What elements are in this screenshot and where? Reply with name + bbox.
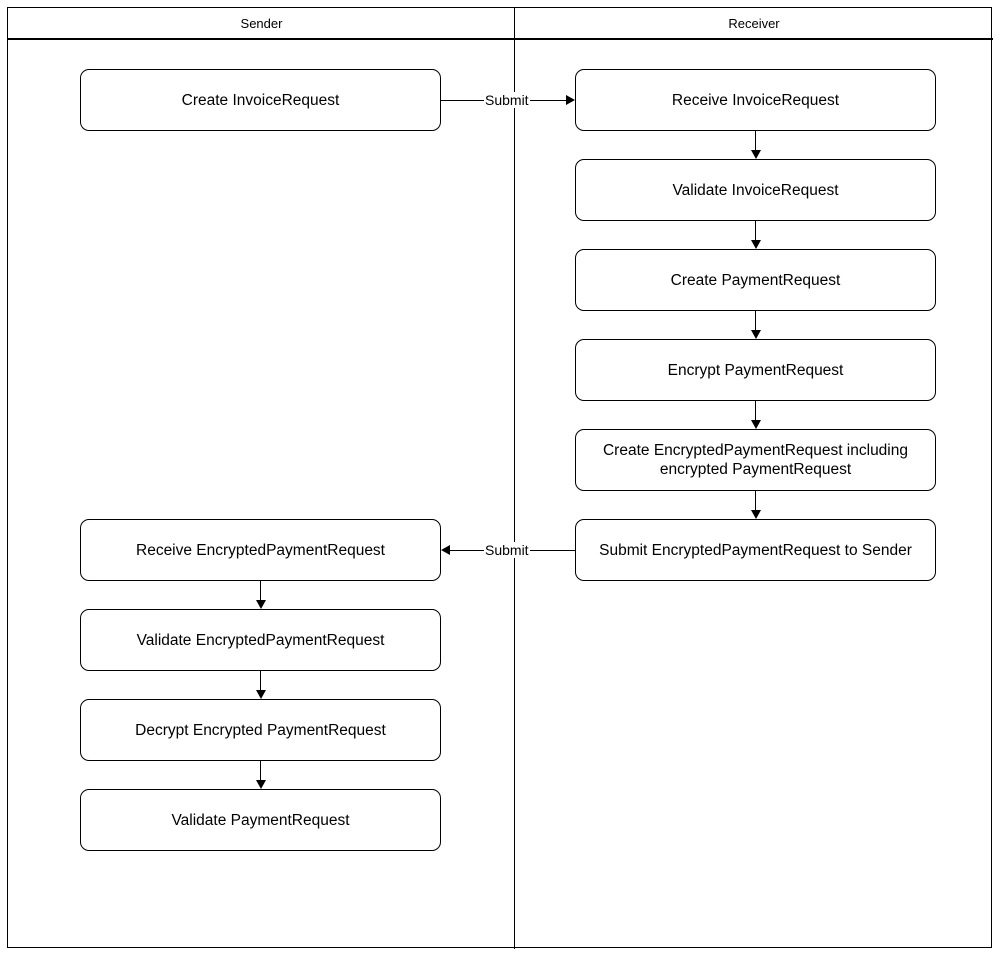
edge-decrypt-to-validatepayment-arrowhead: [256, 780, 266, 789]
edge-label-submit-request: Submit: [484, 92, 530, 108]
edge-receiveenc-to-validateenc-arrowhead: [256, 600, 266, 609]
node-receive-encryptedpaymentrequest[interactable]: Receive EncryptedPaymentRequest: [80, 519, 441, 581]
node-decrypt-encrypted-paymentrequest[interactable]: Decrypt Encrypted PaymentRequest: [80, 699, 441, 761]
node-receive-invoicerequest[interactable]: Receive InvoiceRequest: [575, 69, 936, 131]
node-create-invoicerequest[interactable]: Create InvoiceRequest: [80, 69, 441, 131]
edge-receive-to-validate-line: [755, 131, 756, 150]
lane-header-row: Sender Receiver: [8, 8, 991, 39]
edge-create-to-encrypt-line: [755, 311, 756, 330]
node-create-encryptedpaymentrequest[interactable]: Create EncryptedPaymentRequest including…: [575, 429, 936, 491]
node-validate-invoicerequest[interactable]: Validate InvoiceRequest: [575, 159, 936, 221]
edge-validate-to-create-arrowhead: [751, 240, 761, 249]
edge-validateenc-to-decrypt-line: [260, 671, 261, 690]
node-submit-encryptedpaymentrequest-to-sender[interactable]: Submit EncryptedPaymentRequest to Sender: [575, 519, 936, 581]
lane-header-divider: [8, 38, 993, 40]
edge-label-submit-response: Submit: [484, 542, 530, 558]
node-validate-encryptedpaymentrequest[interactable]: Validate EncryptedPaymentRequest: [80, 609, 441, 671]
edge-validate-to-create-line: [755, 221, 756, 240]
lane-header-receiver: Receiver: [728, 16, 780, 31]
edge-createencrypted-to-submit-arrowhead: [751, 510, 761, 519]
node-encrypt-paymentrequest[interactable]: Encrypt PaymentRequest: [575, 339, 936, 401]
edge-create-to-encrypt-arrowhead: [751, 330, 761, 339]
edge-validateenc-to-decrypt-arrowhead: [256, 690, 266, 699]
edge-decrypt-to-validatepayment-line: [260, 761, 261, 780]
edge-submit-response-arrowhead: [441, 545, 450, 555]
node-create-paymentrequest[interactable]: Create PaymentRequest: [575, 249, 936, 311]
edge-encrypt-to-createencrypted-arrowhead: [751, 420, 761, 429]
edge-encrypt-to-createencrypted-line: [755, 401, 756, 420]
edge-submit-request-arrowhead: [566, 95, 575, 105]
edge-createencrypted-to-submit-line: [755, 491, 756, 510]
edge-receiveenc-to-validateenc-line: [260, 581, 261, 600]
diagram-pool: Sender Receiver Create InvoiceRequest Re…: [7, 7, 993, 949]
lane-header-sender: Sender: [240, 16, 283, 31]
node-validate-paymentrequest[interactable]: Validate PaymentRequest: [80, 789, 441, 851]
lane-vertical-divider: [514, 8, 515, 949]
edge-receive-to-validate-arrowhead: [751, 150, 761, 159]
